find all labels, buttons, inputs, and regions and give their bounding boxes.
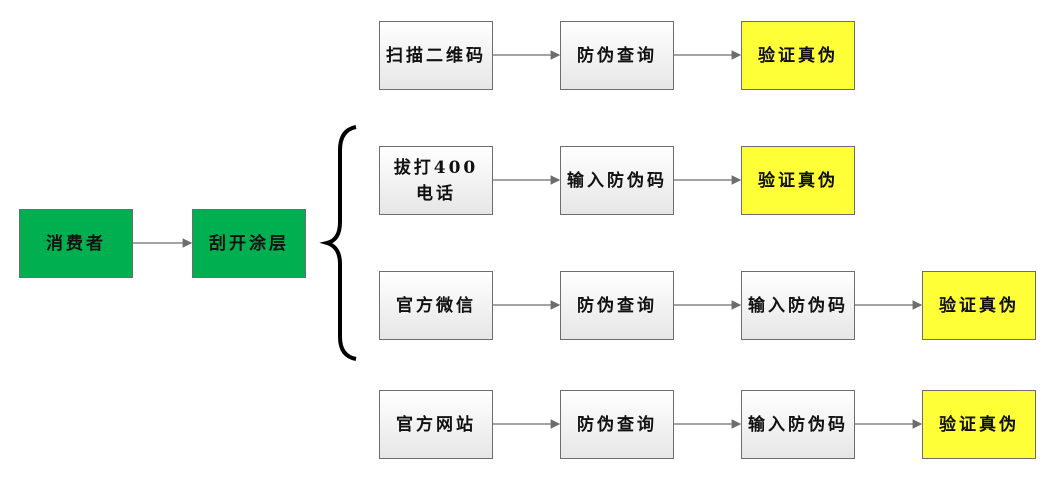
- node-consumer: 消费者: [19, 209, 133, 278]
- node-verify: 验证真伪: [922, 390, 1036, 459]
- node-scratch-coating: 刮开涂层: [192, 209, 306, 278]
- node-anti-fake-query: 防伪查询: [560, 390, 674, 459]
- node-verify: 验证真伪: [741, 21, 855, 90]
- node-verify: 验证真伪: [741, 146, 855, 215]
- node-verify: 验证真伪: [922, 271, 1036, 340]
- node-enter-code: 输入防伪码: [741, 271, 855, 340]
- node-enter-code: 输入防伪码: [560, 146, 674, 215]
- node-enter-code: 输入防伪码: [741, 390, 855, 459]
- node-official-website: 官方网站: [379, 390, 493, 459]
- curly-brace: [319, 125, 357, 361]
- node-anti-fake-query: 防伪查询: [560, 271, 674, 340]
- node-call-400: 拔打400电话: [379, 146, 493, 215]
- node-scan-qr: 扫描二维码: [379, 21, 493, 90]
- node-official-wechat: 官方微信: [379, 271, 493, 340]
- node-anti-fake-query: 防伪查询: [560, 21, 674, 90]
